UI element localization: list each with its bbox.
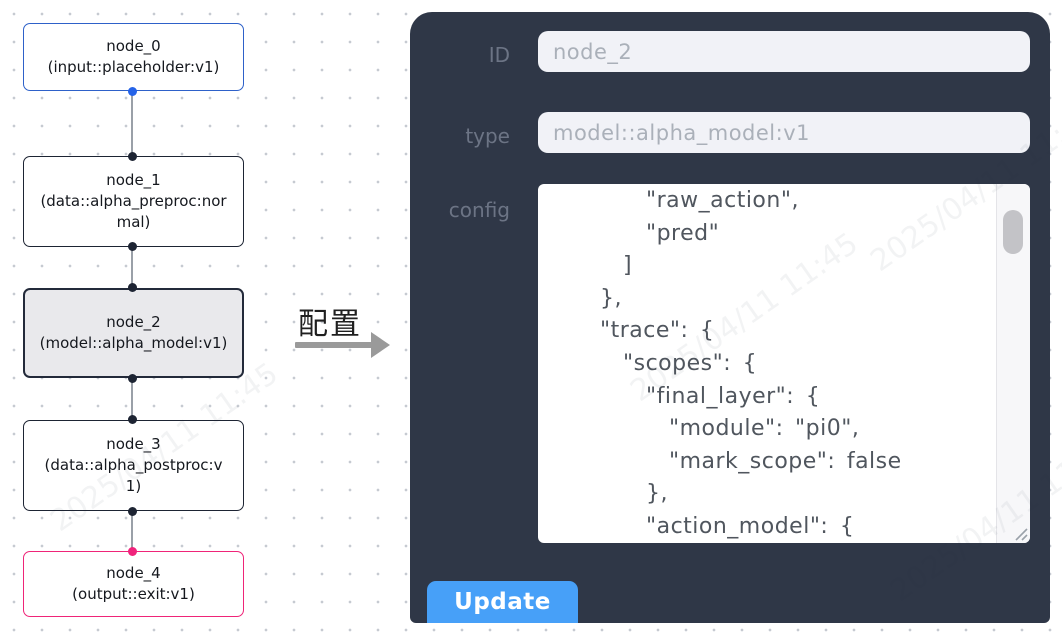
config-scrollbar[interactable] (996, 184, 1030, 543)
node-subtitle: (model::alpha_model:v1) (39, 334, 228, 352)
port-node2-out[interactable] (128, 374, 137, 383)
node-label: node_1 (data::alpha_preproc:normal) (39, 170, 229, 233)
node-title: node_1 (106, 171, 161, 189)
port-node1-out[interactable] (128, 242, 137, 251)
edge-node3-node4 (131, 511, 133, 551)
port-node3-out[interactable] (128, 507, 137, 516)
node-label: node_0 (input::placeholder:v1) (39, 36, 229, 78)
node-title: node_4 (106, 564, 161, 582)
edge-node0-node1 (131, 91, 133, 156)
node-node_0[interactable]: node_0 (input::placeholder:v1) (23, 23, 244, 91)
edge-node2-node3 (131, 378, 133, 420)
port-node4-in[interactable] (128, 547, 137, 556)
node-subtitle: (data::alpha_preproc:normal) (40, 192, 227, 231)
node-node_1[interactable]: node_1 (data::alpha_preproc:normal) (23, 156, 244, 247)
node-label: node_2 (model::alpha_model:v1) (39, 312, 229, 354)
node-subtitle: (data::alpha_postproc:v1) (44, 456, 223, 495)
edge-node1-node2 (131, 247, 133, 287)
node-title: node_0 (106, 37, 161, 55)
node-node_4[interactable]: node_4 (output::exit:v1) (23, 551, 244, 617)
id-field-label: ID (488, 43, 510, 67)
node-node_3[interactable]: node_3 (data::alpha_postproc:v1) (23, 420, 244, 511)
config-panel: ID type config "raw_action", "pred" ] },… (410, 12, 1050, 623)
port-node2-in[interactable] (128, 283, 137, 292)
node-node_2-selected[interactable]: node_2 (model::alpha_model:v1) (23, 288, 244, 378)
type-field-label: type (465, 124, 510, 148)
update-button[interactable]: Update (427, 581, 578, 623)
transition-label: 配置 (298, 307, 362, 342)
id-input[interactable] (538, 31, 1030, 72)
port-node3-in[interactable] (128, 415, 137, 424)
node-label: node_4 (output::exit:v1) (39, 563, 229, 605)
port-node0-out[interactable] (128, 87, 137, 96)
resize-handle-icon[interactable] (1012, 525, 1028, 541)
node-title: node_2 (106, 313, 161, 331)
config-textarea[interactable]: "raw_action", "pred" ] }, "trace": { "sc… (538, 184, 1030, 543)
node-subtitle: (output::exit:v1) (72, 585, 195, 603)
node-title: node_3 (106, 435, 161, 453)
node-subtitle: (input::placeholder:v1) (47, 58, 220, 76)
node-label: node_3 (data::alpha_postproc:v1) (39, 434, 229, 497)
config-scrollbar-thumb[interactable] (1003, 210, 1023, 254)
arrow-shaft (295, 342, 373, 348)
type-input[interactable] (538, 112, 1030, 153)
port-node1-in[interactable] (128, 152, 137, 161)
config-field-label: config (448, 198, 510, 222)
config-json-text[interactable]: "raw_action", "pred" ] }, "trace": { "sc… (600, 188, 902, 539)
arrow-right-icon (371, 332, 390, 358)
